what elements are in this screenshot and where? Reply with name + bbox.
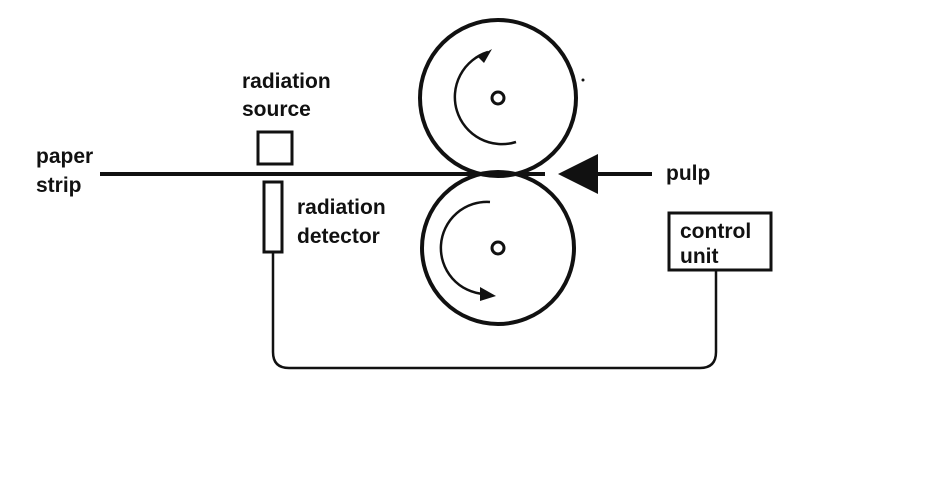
control-unit-label-line1: control [680,220,751,243]
upper-roller-arrowhead-icon [478,49,492,63]
lower-roller [420,170,576,326]
radiation-source-label-line1: radiation [242,70,331,93]
radiation-detector-label-line1: radiation [297,196,386,219]
lower-roller-axle [490,240,506,256]
control-unit-box [667,211,773,272]
pulp-label: pulp [666,162,710,185]
lower-roller-circle [420,170,576,326]
lower-roller-arrowhead-icon [480,287,496,301]
upper-roller [418,18,578,178]
upper-roller-circle [418,18,578,178]
radiation-source-label-line2: source [242,98,311,121]
radiation-detector-label-line2: detector [297,225,380,248]
radiation-detector-box [262,180,284,254]
paper-strip-label-line2: strip [36,174,82,197]
control-unit-label-line2: unit [680,245,718,268]
stray-mark [581,78,585,82]
upper-roller-axle [490,90,506,106]
upper-roller-rotation-arrow [453,50,517,146]
radiation-source-box [256,130,294,166]
lower-roller-rotation-arrow [439,200,491,296]
feedback-wire [271,252,718,370]
paper-strip-label-line1: paper [36,145,93,168]
